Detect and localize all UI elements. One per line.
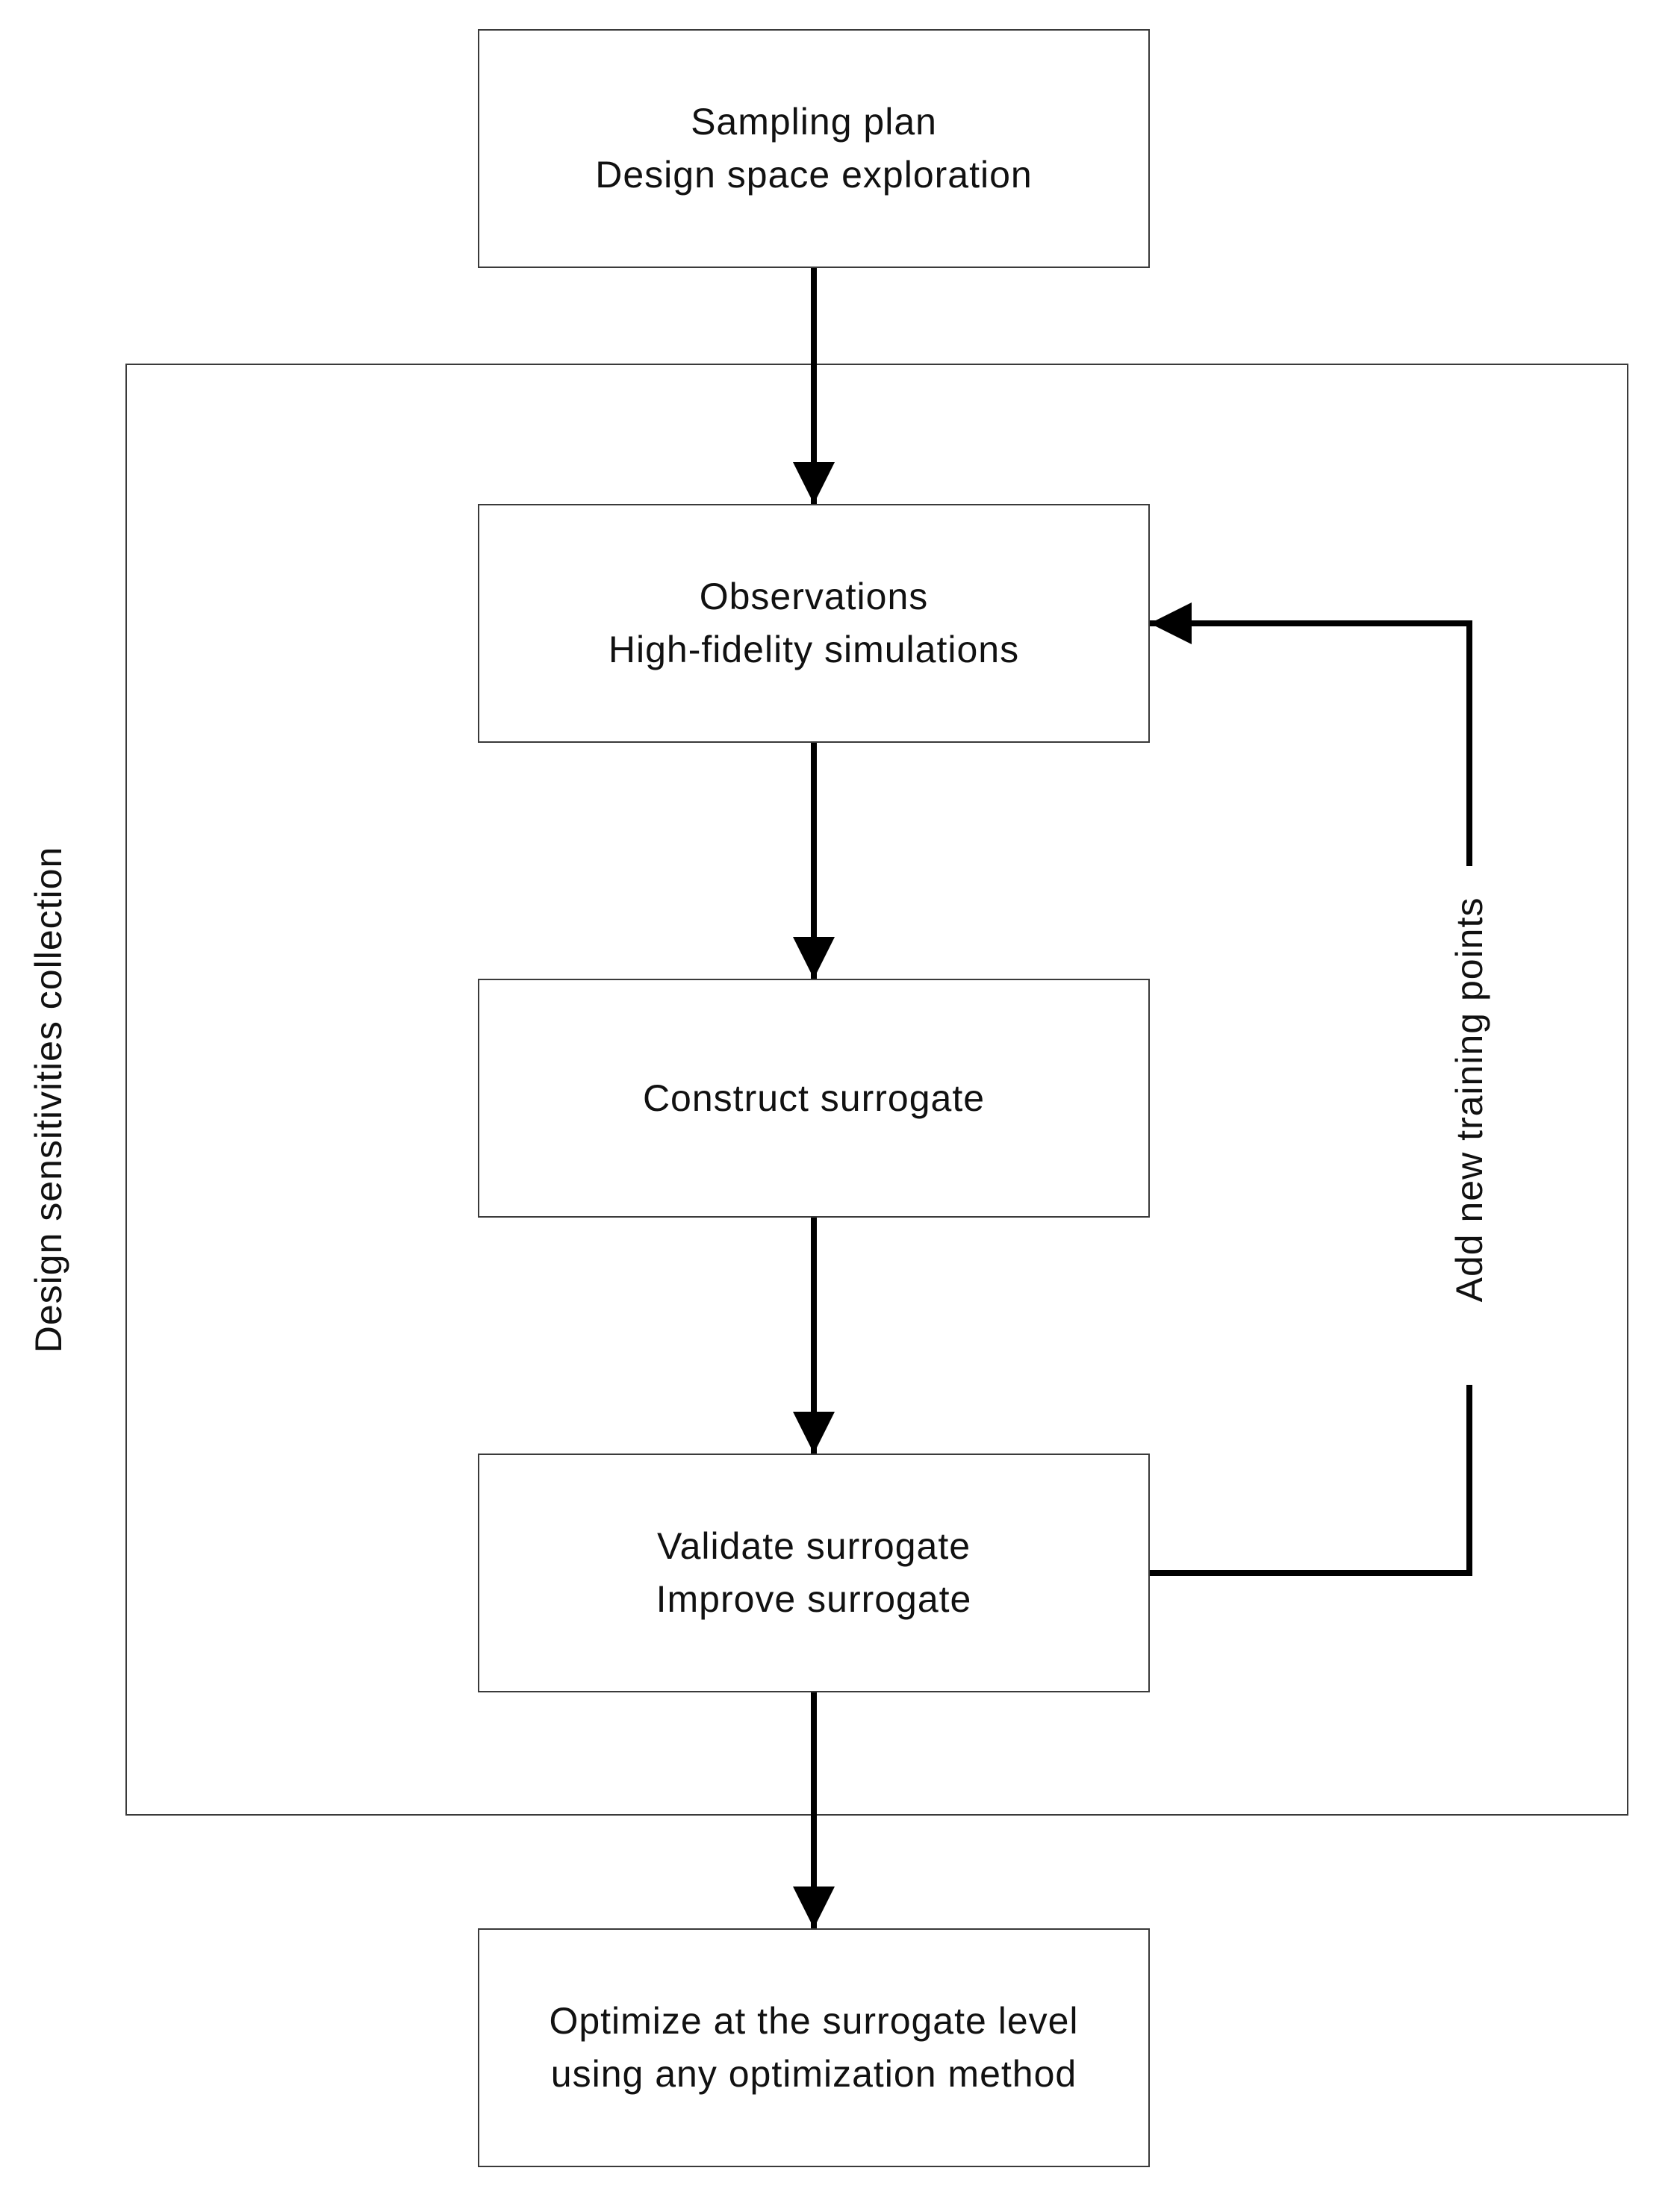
- observations-box: Observations High-fidelity simulations: [478, 504, 1150, 743]
- validate-surrogate-box: Validate surrogate Improve surrogate: [478, 1454, 1150, 1692]
- improve-surrogate-text: Improve surrogate: [656, 1578, 972, 1620]
- validate-surrogate-text: Validate surrogate: [656, 1525, 971, 1567]
- sampling-plan-title: Sampling plan: [691, 101, 937, 143]
- design-sensitivities-collection-label: Design sensitivities collection: [28, 846, 69, 1353]
- add-new-training-points-label: Add new training points: [1448, 897, 1490, 1303]
- optimize-box: Optimize at the surrogate level using an…: [478, 1928, 1150, 2167]
- optimize-line-1: Optimize at the surrogate level: [549, 2000, 1079, 2042]
- optimize-line-2: using any optimization method: [550, 2053, 1077, 2095]
- sampling-plan-box: Sampling plan Design space exploration: [478, 29, 1150, 268]
- construct-surrogate-text: Construct surrogate: [642, 1077, 986, 1119]
- observations-title: Observations: [699, 576, 929, 617]
- design-space-exploration-text: Design space exploration: [595, 154, 1033, 196]
- high-fidelity-simulations-text: High-fidelity simulations: [608, 629, 1020, 670]
- design-sensitivities-group-frame: [125, 364, 1628, 1816]
- construct-surrogate-box: Construct surrogate: [478, 979, 1150, 1218]
